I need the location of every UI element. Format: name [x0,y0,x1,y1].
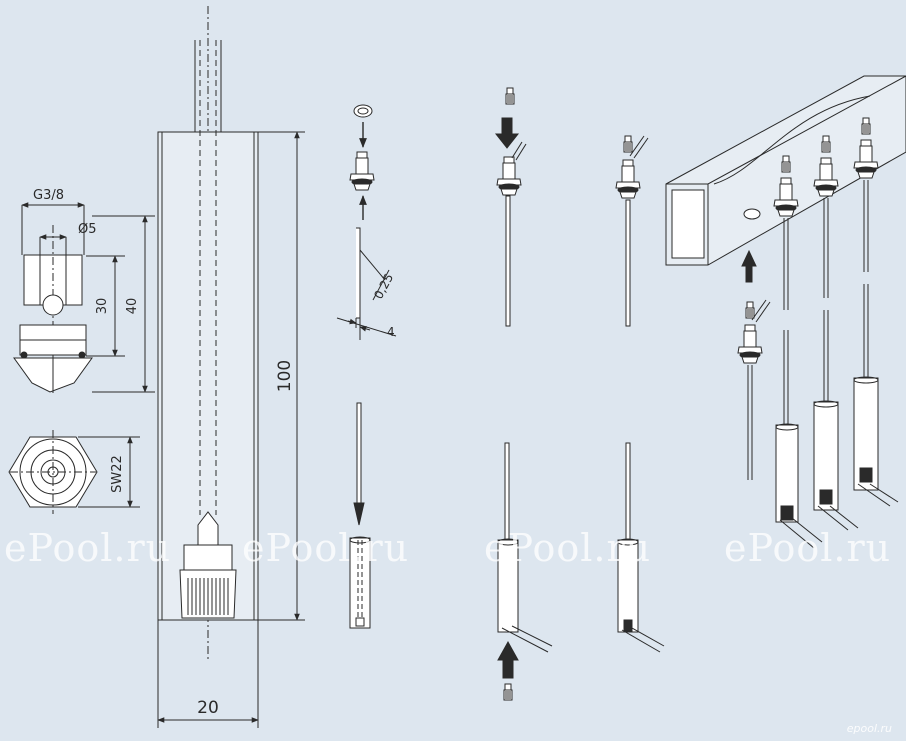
thread-label: G3/8 [33,188,64,203]
assembly-step-1 [336,104,397,629]
sensor-body [157,6,305,728]
assembly-step-2 [494,87,553,701]
tube-wall-label: 0,25 [371,271,396,301]
fitting-side-view [13,202,155,395]
inner-length-label: 30 [95,298,110,315]
width-label: 20 [197,698,219,718]
fitting-top-view [8,430,140,514]
manifold-assembly [665,75,906,549]
bore-label: Ø5 [78,222,97,237]
fitting-length-label: 40 [125,298,140,315]
tube-dia-label: 4 [387,325,395,339]
total-length-label: 100 [275,360,295,392]
site-logo: epool.ru [846,722,892,735]
wrench-size-label: SW22 [110,455,125,493]
assembly-step-3 [615,135,665,653]
